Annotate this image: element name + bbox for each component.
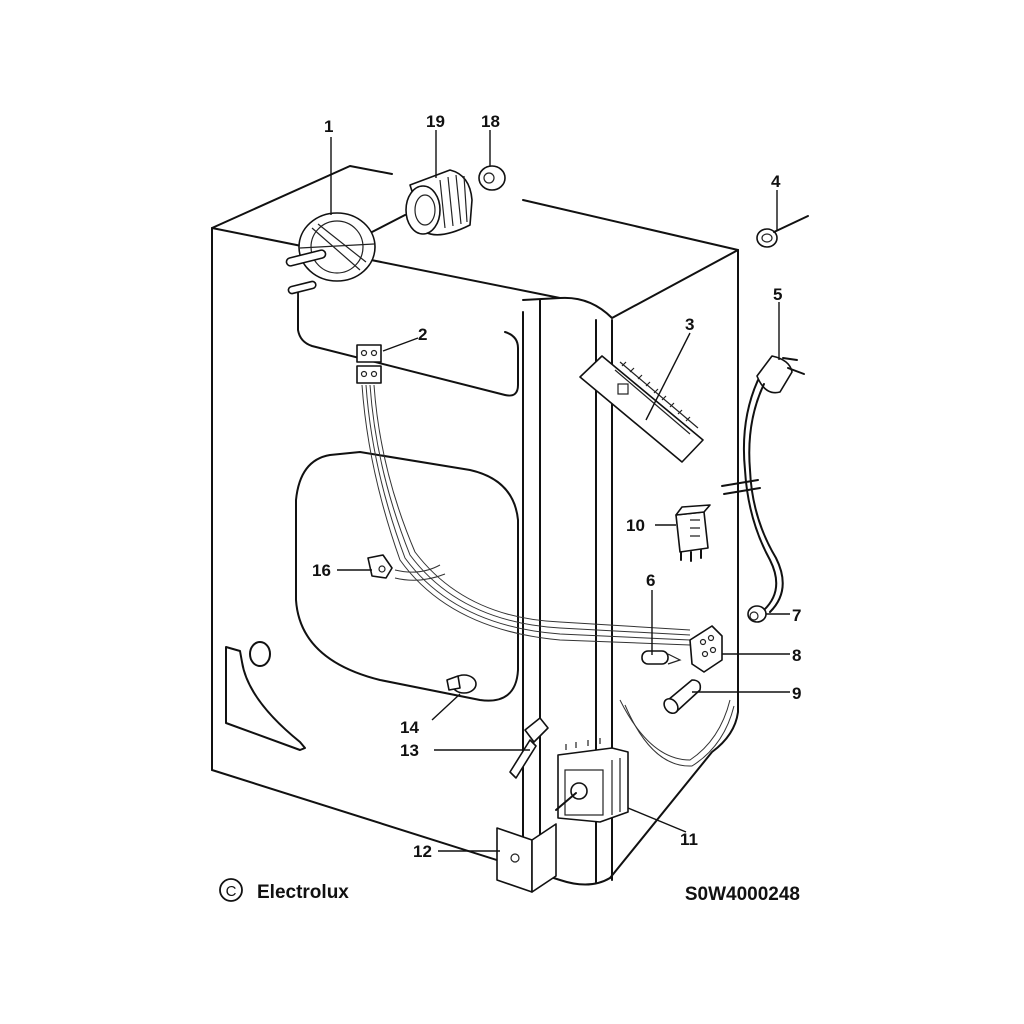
- circuit-board-part[interactable]: [579, 355, 704, 463]
- copyright-icon: [219, 878, 243, 902]
- terminal-block-part[interactable]: [356, 344, 382, 384]
- motor-part[interactable]: [285, 212, 406, 295]
- drum-opening: [295, 451, 519, 702]
- vent-hole: [249, 641, 271, 667]
- callout-1: 1: [324, 117, 333, 136]
- lamp-part[interactable]: [641, 650, 682, 665]
- callout-12: 12: [413, 842, 432, 861]
- timer-part[interactable]: [555, 738, 629, 823]
- drawing-code: S0W4000248: [685, 884, 800, 905]
- cabinet-front-top-edge: [211, 227, 561, 299]
- callout-14: 14: [400, 718, 419, 737]
- door-top-edge: [522, 249, 739, 319]
- leader-lines: [330, 130, 790, 852]
- callout-6: 6: [646, 571, 655, 590]
- terminal-strip-part[interactable]: [689, 625, 723, 673]
- control-panel-recess: [297, 289, 519, 397]
- callout-18: 18: [481, 112, 500, 131]
- cabinet-right-edge: [609, 249, 739, 879]
- fan-wheel-part[interactable]: [405, 169, 473, 236]
- mains-plug-part[interactable]: [721, 355, 805, 613]
- callout-8: 8: [792, 646, 801, 665]
- copyright-symbol: C: [226, 883, 237, 900]
- wiring-harness: [297, 284, 735, 767]
- callout-10: 10: [626, 516, 645, 535]
- brand-name: Electrolux: [257, 882, 349, 903]
- thermostat-upper-part[interactable]: [367, 554, 393, 579]
- callout-19: 19: [426, 112, 445, 131]
- grommet-part[interactable]: [747, 605, 767, 623]
- cabinet: [211, 165, 739, 887]
- thermostat-lower-part[interactable]: [446, 674, 477, 694]
- cable-tie-part[interactable]: [756, 215, 809, 248]
- cabinet-bottom-edge: [211, 769, 611, 886]
- bracket-part[interactable]: [496, 823, 557, 893]
- callout-11: 11: [680, 830, 698, 849]
- base-cutout: [225, 646, 306, 751]
- cabinet-top-left-edge: [211, 165, 393, 229]
- callout-9: 9: [792, 684, 801, 703]
- callout-labels: 1 19 18 4 5 2 3 10 16 6 7 8 9 14 13 11 1…: [312, 112, 801, 861]
- cabinet-top-back-edge: [522, 199, 739, 251]
- callout-7: 7: [792, 606, 801, 625]
- relay-part[interactable]: [675, 504, 711, 562]
- callout-5: 5: [773, 285, 782, 304]
- capacitor-part[interactable]: [661, 679, 702, 716]
- callout-4: 4: [771, 172, 781, 191]
- callout-13: 13: [400, 741, 419, 760]
- callout-2: 2: [418, 325, 427, 344]
- callout-16: 16: [312, 561, 331, 580]
- callout-3: 3: [685, 315, 694, 334]
- pulley-part[interactable]: [478, 165, 506, 191]
- footer: C Electrolux S0W4000248: [219, 878, 800, 905]
- switch-part[interactable]: [509, 717, 549, 779]
